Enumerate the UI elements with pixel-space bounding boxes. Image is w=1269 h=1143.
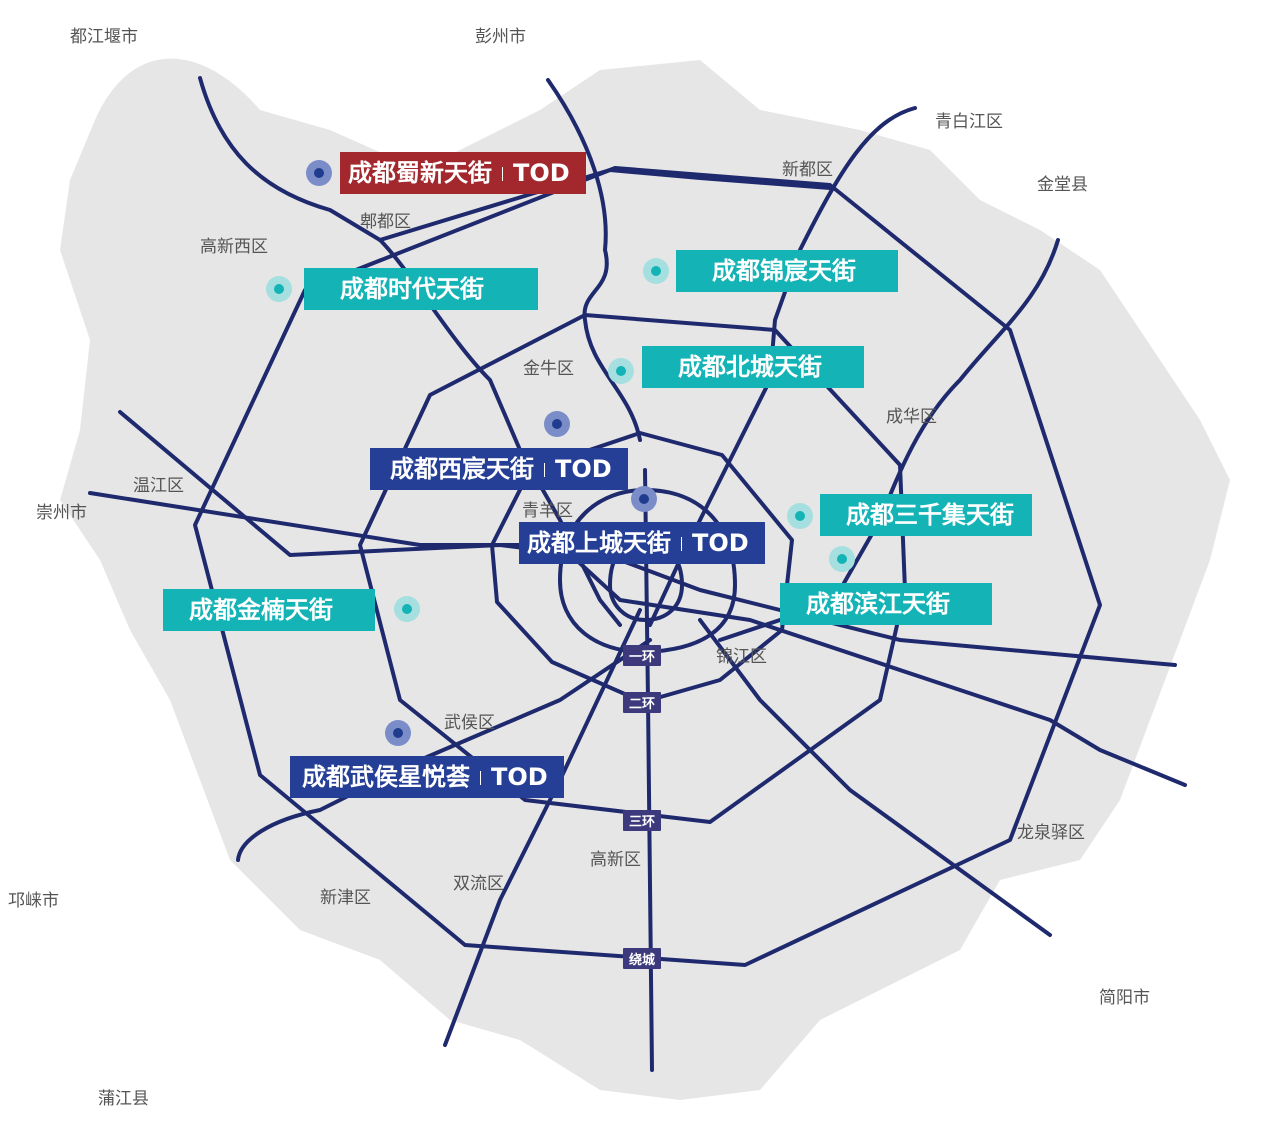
road: [546, 78, 642, 442]
project-label-xichen[interactable]: 成都西宸天街 TOD: [370, 448, 628, 490]
district-label: 邛崃市: [8, 891, 59, 911]
ring-road-outer: [193, 166, 1102, 967]
district-label: 成华区: [886, 407, 937, 427]
ring-label-second: 二环: [623, 692, 662, 713]
district-label: 新津区: [320, 888, 371, 908]
district-label: 新都区: [782, 160, 833, 180]
district-label: 简阳市: [1099, 988, 1150, 1008]
district-label: 高新区: [590, 850, 641, 870]
project-label-shangcheng[interactable]: 成都上城天街 TOD: [519, 522, 765, 564]
location-marker[interactable]: [306, 160, 332, 186]
road: [698, 618, 1052, 937]
project-label-beicheng[interactable]: 成都北城天街: [642, 346, 864, 388]
district-label: 龙泉驿区: [1017, 823, 1085, 843]
location-marker[interactable]: [608, 358, 634, 384]
district-label: 锦江区: [716, 647, 767, 667]
ring-label-outer: 绕城: [623, 948, 662, 969]
road: [378, 168, 832, 242]
location-marker[interactable]: [631, 486, 657, 512]
project-name: 成都锦宸天街: [712, 257, 856, 285]
project-name: 成都金楠天街: [189, 596, 333, 624]
district-label: 温江区: [133, 476, 184, 496]
district-label: 崇州市: [36, 503, 87, 523]
project-suffix: TOD: [692, 529, 749, 557]
location-marker[interactable]: [787, 503, 813, 529]
location-marker[interactable]: [544, 411, 570, 437]
location-marker[interactable]: [394, 596, 420, 622]
road: [88, 491, 1187, 787]
district-label: 彭州市: [475, 27, 526, 47]
project-label-shidai[interactable]: 成都时代天街: [304, 268, 538, 310]
project-name: 成都时代天街: [340, 275, 484, 303]
project-label-jinchen[interactable]: 成都锦宸天街: [676, 250, 898, 292]
district-label: 青羊区: [522, 501, 573, 521]
project-label-sanqianji[interactable]: 成都三千集天街: [820, 494, 1032, 536]
location-marker[interactable]: [266, 276, 292, 302]
project-name: 成都三千集天街: [846, 501, 1014, 529]
district-label: 郫都区: [360, 212, 411, 232]
district-label: 武侯区: [444, 713, 495, 733]
project-label-shuxin[interactable]: 成都蜀新天街 TOD: [340, 152, 586, 194]
project-name: 成都西宸天街: [390, 455, 534, 483]
road: [443, 608, 642, 1047]
district-label: 高新西区: [200, 237, 268, 257]
ring-road-first: [558, 488, 737, 654]
project-suffix: TOD: [513, 159, 570, 187]
location-marker[interactable]: [385, 720, 411, 746]
district-label: 都江堰市: [70, 27, 138, 47]
project-name: 成都北城天街: [678, 353, 822, 381]
ring-label-first: 一环: [623, 645, 662, 666]
project-label-binjiang[interactable]: 成都滨江天街: [780, 583, 992, 625]
project-name: 成都上城天街: [527, 529, 671, 557]
district-label: 蒲江县: [98, 1089, 149, 1109]
ring-label-third: 三环: [623, 810, 662, 831]
location-marker[interactable]: [643, 258, 669, 284]
location-marker[interactable]: [829, 546, 855, 572]
district-label: 双流区: [453, 874, 504, 894]
district-label: 金牛区: [523, 359, 574, 379]
project-suffix: TOD: [555, 455, 612, 483]
project-suffix: TOD: [491, 763, 548, 791]
project-name: 成都蜀新天街: [348, 159, 492, 187]
project-name: 成都滨江天街: [806, 590, 950, 618]
project-label-wuhou-xingyuehui[interactable]: 成都武侯星悦荟 TOD: [290, 756, 564, 798]
project-name: 成都武侯星悦荟: [302, 763, 470, 791]
project-label-jinnan[interactable]: 成都金楠天街: [163, 589, 375, 631]
district-label: 青白江区: [935, 112, 1003, 132]
district-label: 金堂县: [1037, 175, 1088, 195]
